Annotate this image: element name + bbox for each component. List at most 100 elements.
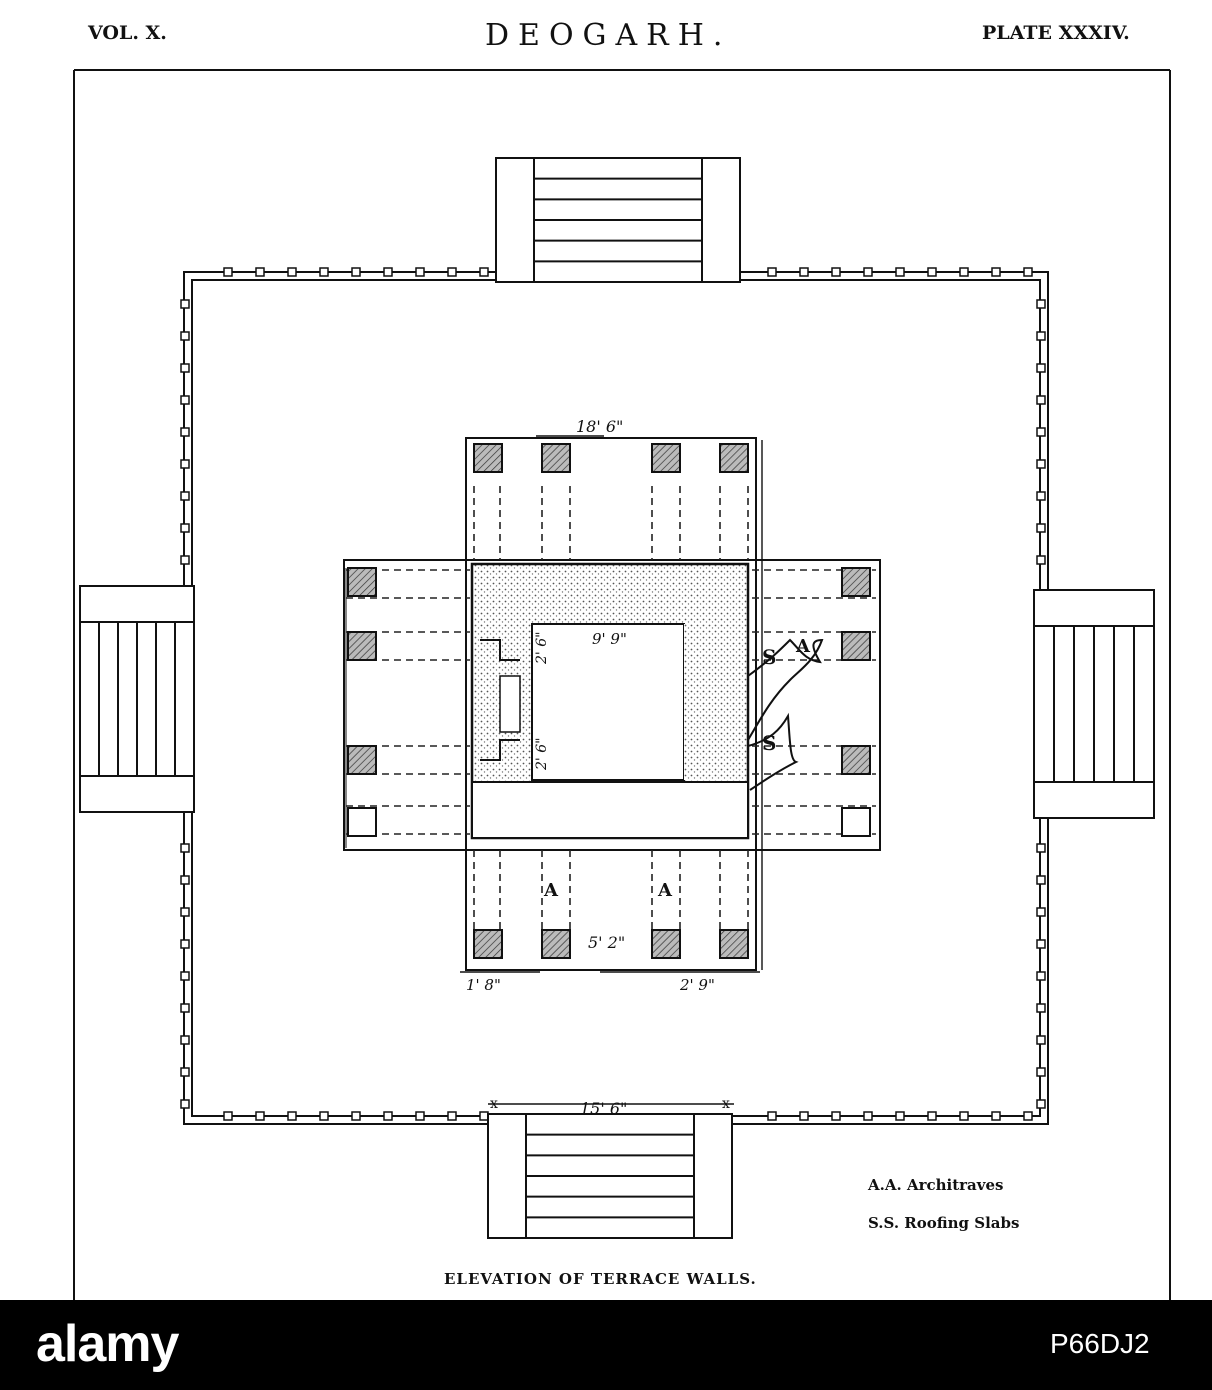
stair-cheek (79, 585, 195, 623)
pillar-bases (347, 443, 871, 959)
stair-south (487, 1113, 733, 1239)
wall-stud (1036, 1099, 1046, 1109)
wall-stud (895, 267, 905, 277)
wall-stud (767, 267, 777, 277)
wall-stud (223, 267, 233, 277)
wall-stud (319, 1111, 329, 1121)
wall-stud (180, 1003, 190, 1013)
label-architrave-bottom-left: A (543, 880, 559, 901)
wall-stud (415, 267, 425, 277)
wall-stud (180, 523, 190, 533)
wall-stud (959, 1111, 969, 1121)
pillar (473, 929, 503, 959)
roofing-slab-outlines (747, 638, 824, 791)
sheet-frame (73, 69, 1171, 1300)
wall-stud (447, 1111, 457, 1121)
wall-studs (180, 267, 1046, 1121)
dim-bottom-left: 1' 8" (466, 976, 501, 994)
wall-stud (383, 267, 393, 277)
stair-east (1033, 589, 1155, 819)
wall-stud (1036, 939, 1046, 949)
stair-cheek (1033, 589, 1155, 627)
wall-stud (180, 843, 190, 853)
wall-stud (1036, 555, 1046, 565)
wall-stud (180, 1099, 190, 1109)
wall-stud (1036, 1003, 1046, 1013)
wall-stud (799, 267, 809, 277)
wall-stud (767, 1111, 777, 1121)
label-slab-lower: S (762, 731, 776, 755)
plan-caption: ELEVATION OF TERRACE WALLS. (444, 1270, 757, 1288)
watermark-brand: alamy (36, 1315, 179, 1373)
wall-stud (479, 267, 489, 277)
wall-stud (180, 427, 190, 437)
stair-cheek (79, 775, 195, 813)
stair-cheek (701, 157, 741, 283)
wall-stud (180, 363, 190, 373)
wall-stud (959, 267, 969, 277)
wall-stud (1036, 459, 1046, 469)
stair-cheek (693, 1113, 733, 1239)
staircases (79, 157, 1155, 1239)
pillar (719, 929, 749, 959)
dim-bottom-right: 2' 9" (679, 976, 715, 994)
roof-beams (346, 486, 876, 930)
dim-left-upper: 2' 6" (534, 631, 550, 665)
wall-stud (1036, 971, 1046, 981)
wall-stud (351, 267, 361, 277)
pillar (651, 929, 681, 959)
wall-stud (1036, 427, 1046, 437)
wall-stud (351, 1111, 361, 1121)
wall-stud (1036, 299, 1046, 309)
wall-stud (863, 267, 873, 277)
wall-stud (1036, 395, 1046, 405)
wall-stud (1036, 523, 1046, 533)
wall-stud (863, 1111, 873, 1121)
wall-stud (180, 459, 190, 469)
wall-stud (223, 1111, 233, 1121)
pillar (719, 443, 749, 473)
pillar (541, 443, 571, 473)
wall-stud (180, 1067, 190, 1077)
wall-stud (287, 1111, 297, 1121)
wall-stud (1036, 907, 1046, 917)
wall-stud (1036, 1035, 1046, 1045)
stair-west (79, 585, 195, 813)
pillar (541, 929, 571, 959)
pillar (347, 745, 377, 775)
pillar (841, 567, 871, 597)
wall-stud (447, 267, 457, 277)
pillar (841, 631, 871, 661)
pillar-outline (347, 807, 377, 837)
wall-stud (180, 299, 190, 309)
temple-plan-diagram: 18' 6" 9' 9" 2' 6" 2' 6" 5' 2" 1' 8" 2' … (73, 69, 1171, 1300)
wall-stud (991, 1111, 1001, 1121)
label-architrave-bottom-right: A (657, 880, 673, 901)
wall-stud (1036, 843, 1046, 853)
legend-architraves: A.A. Architraves (867, 1176, 1003, 1194)
wall-stud (831, 267, 841, 277)
wall-stud (1036, 331, 1046, 341)
wall-stud (927, 1111, 937, 1121)
wall-stud (255, 267, 265, 277)
wall-stud (1036, 875, 1046, 885)
label-architrave-right: A (795, 636, 811, 657)
dimension-lines (460, 435, 760, 1105)
plate-sheet: VOL. X. DEOGARH. PLATE XXXIV. (73, 18, 1171, 1300)
stair-cheek (495, 157, 535, 283)
pillar-outline (841, 807, 871, 837)
dim-stair-width: 15' 6" (580, 1099, 627, 1118)
wall-stud (287, 267, 297, 277)
wall-stud (415, 1111, 425, 1121)
stair-north (495, 157, 741, 283)
stair-cheek (1033, 781, 1155, 819)
wall-stud (1023, 1111, 1033, 1121)
label-slab-upper: S (762, 645, 776, 669)
wall-stud (319, 267, 329, 277)
wall-stud (1036, 491, 1046, 501)
wall-stud (831, 1111, 841, 1121)
pillar (841, 745, 871, 775)
temple-core (343, 437, 881, 971)
wall-stud (180, 875, 190, 885)
watermark-id: P66DJ2 (1050, 1328, 1150, 1359)
